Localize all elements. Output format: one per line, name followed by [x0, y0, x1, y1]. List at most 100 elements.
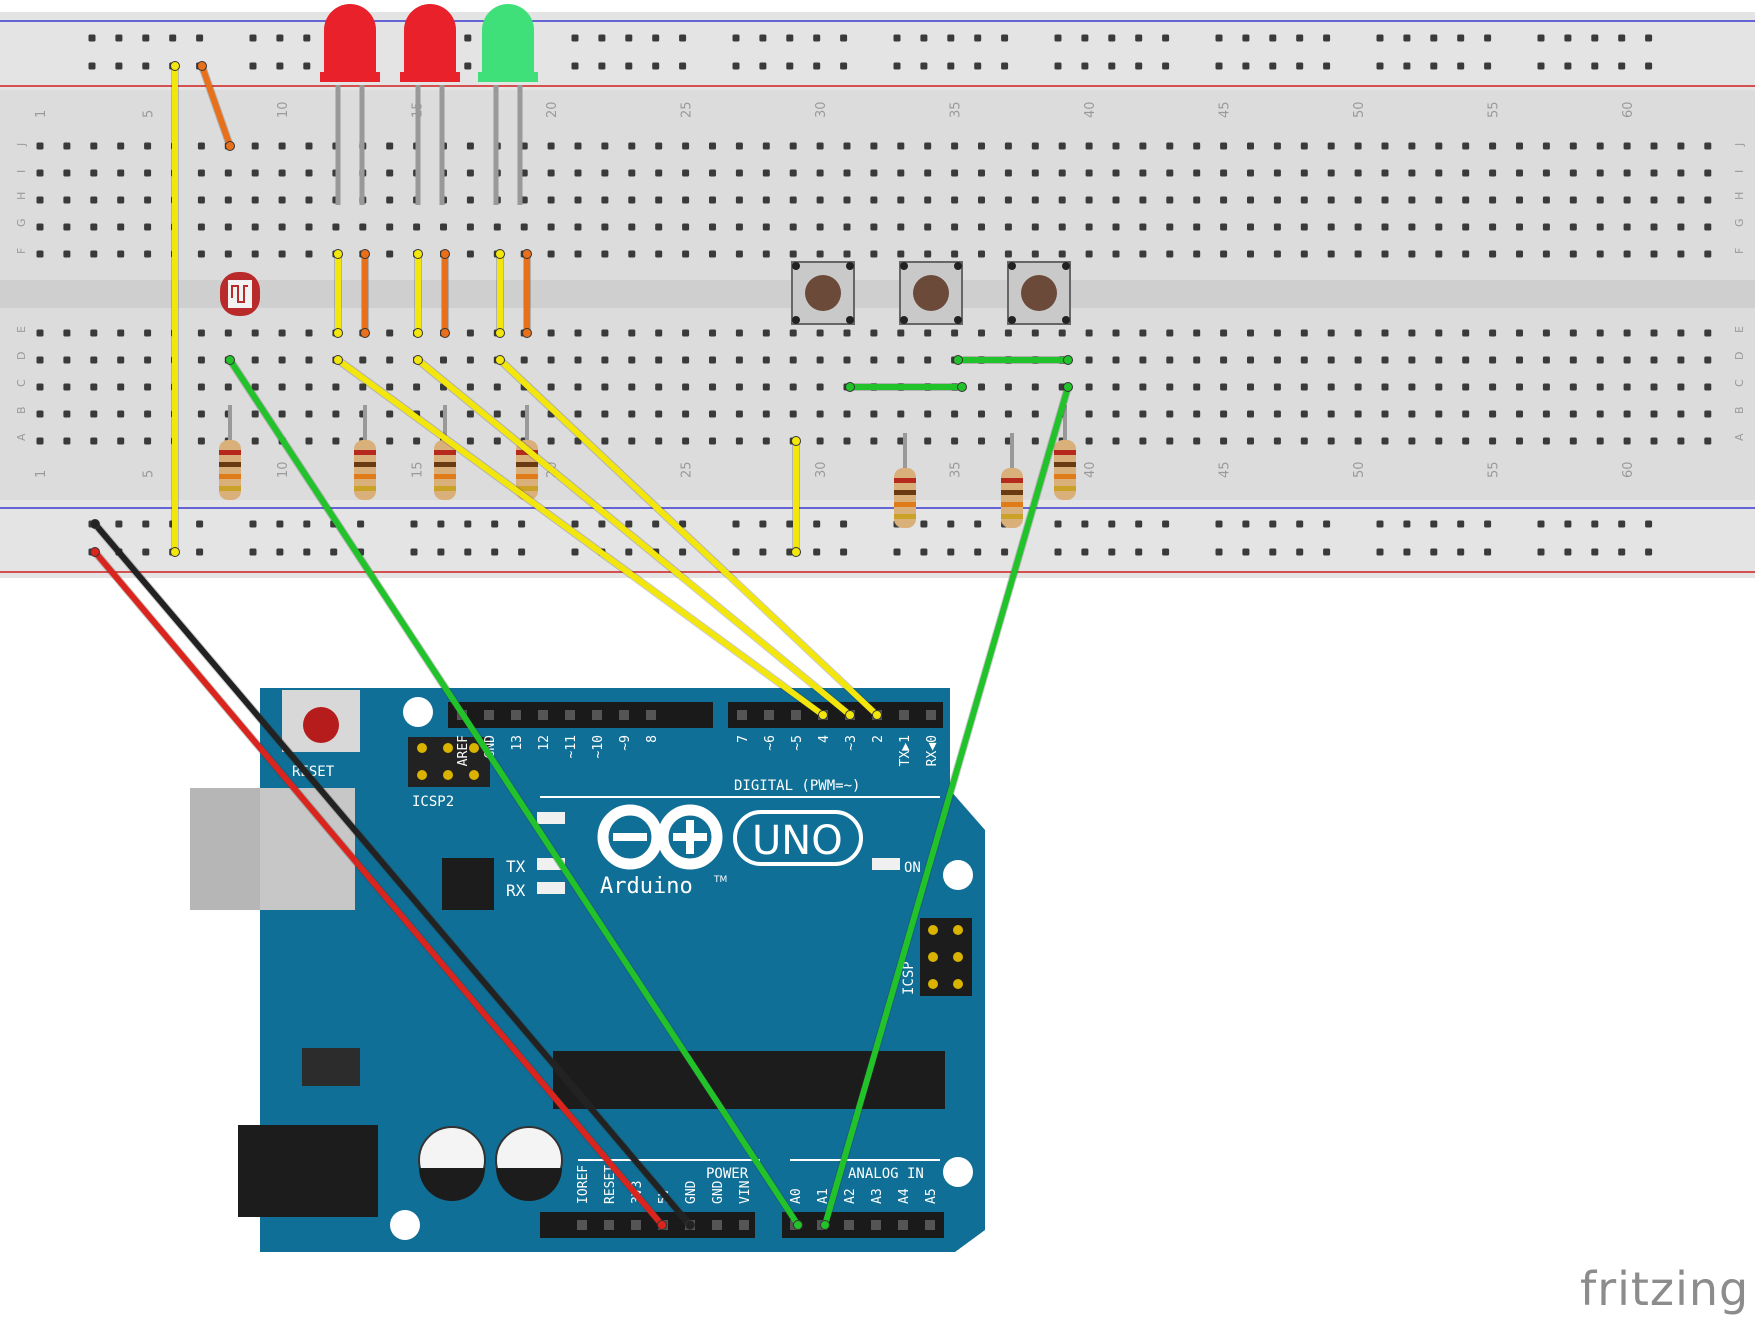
bb-hole: [1220, 196, 1228, 204]
rail-hole: [1162, 62, 1170, 70]
led-rim: [478, 72, 538, 82]
bb-hole: [1031, 383, 1039, 391]
rail-hole: [1537, 520, 1545, 528]
bb-hole: [1112, 437, 1120, 445]
bb-hole: [1139, 437, 1147, 445]
rail-hole: [1484, 62, 1492, 70]
rail-hole: [786, 62, 794, 70]
rail-hole: [1135, 62, 1143, 70]
pin-label: A5: [924, 1188, 939, 1204]
rail-hole: [679, 62, 687, 70]
bb-hole: [1220, 356, 1228, 364]
pin-hole: [511, 710, 521, 720]
resistor-band: [354, 450, 376, 455]
bb-hole: [628, 437, 636, 445]
rail-hole: [1323, 520, 1331, 528]
bb-hole: [144, 250, 152, 258]
pushbutton-corner: [954, 316, 962, 324]
bb-hole: [386, 437, 394, 445]
bb-hole: [574, 329, 582, 337]
wire-end: [1063, 355, 1073, 365]
wire-end: [953, 355, 963, 365]
bb-hole: [197, 383, 205, 391]
bb-hole: [1220, 169, 1228, 177]
rail-hole: [732, 548, 740, 556]
regulator: [302, 1048, 360, 1086]
bb-hole: [870, 169, 878, 177]
bb-hole: [1542, 250, 1550, 258]
bb-hole: [601, 410, 609, 418]
bb-hole: [655, 142, 663, 150]
bb-hole: [978, 437, 985, 445]
bb-hole: [90, 169, 98, 177]
bb-hole: [1354, 250, 1362, 258]
bb-hole: [305, 410, 313, 418]
column-number: 60: [1621, 461, 1636, 478]
resistor-band: [516, 474, 538, 479]
wire-end: [791, 547, 801, 557]
bb-hole: [978, 410, 985, 418]
column-number: 45: [1218, 461, 1233, 478]
bb-hole: [1408, 250, 1416, 258]
row-letter: I: [1733, 170, 1746, 173]
bb-hole: [1139, 169, 1147, 177]
bb-hole: [1085, 169, 1093, 177]
bb-hole: [332, 437, 340, 445]
bb-hole: [843, 329, 851, 337]
bb-hole: [1516, 142, 1523, 150]
rail-hole: [330, 548, 338, 556]
column-number: 10: [276, 101, 291, 118]
rail-hole: [1564, 62, 1572, 70]
yellow-wire: [497, 357, 880, 718]
bb-hole: [466, 329, 474, 337]
bb-hole: [1408, 223, 1416, 231]
bb-hole: [1489, 410, 1497, 418]
pin-hole: [592, 710, 602, 720]
bb-hole: [1139, 196, 1147, 204]
row-letter: C: [1733, 379, 1746, 387]
row-letter: J: [1733, 143, 1746, 147]
bb-hole: [1273, 169, 1281, 177]
bb-hole: [1677, 250, 1685, 258]
rail-hole: [1618, 34, 1626, 42]
bb-hole: [1596, 223, 1604, 231]
bb-hole: [1542, 142, 1550, 150]
red-wire: [92, 549, 665, 1228]
rail-hole: [1269, 34, 1277, 42]
bb-hole: [1058, 196, 1066, 204]
bb-hole: [1112, 142, 1120, 150]
bb-hole: [924, 142, 932, 150]
bb-hole: [386, 410, 394, 418]
bb-hole: [90, 250, 98, 258]
pin-label: AREF: [456, 735, 471, 766]
bb-hole: [466, 142, 474, 150]
bb-hole: [601, 329, 609, 337]
bb-hole: [520, 223, 528, 231]
rail-hole: [1618, 520, 1626, 528]
pushbutton-corner: [900, 316, 908, 324]
bb-hole: [816, 410, 824, 418]
pin-hole: [565, 710, 575, 720]
rail-hole: [357, 520, 365, 528]
bb-hole: [1327, 383, 1335, 391]
rail-hole: [813, 548, 821, 556]
bb-hole: [117, 142, 125, 150]
bb-hole: [520, 356, 528, 364]
bb-hole: [1058, 223, 1066, 231]
bb-hole: [1004, 169, 1012, 177]
bb-hole: [601, 196, 609, 204]
bb-hole: [1327, 196, 1335, 204]
bb-hole: [951, 196, 959, 204]
bb-hole: [1327, 250, 1335, 258]
bb-hole: [574, 223, 582, 231]
rail-hole: [115, 520, 123, 528]
bb-hole: [1139, 142, 1147, 150]
bb-hole: [870, 250, 878, 258]
column-number: 40: [1083, 461, 1098, 478]
bb-hole: [735, 356, 743, 364]
bb-hole: [1004, 410, 1012, 418]
resistor-band: [894, 514, 916, 519]
rail-hole: [1645, 548, 1653, 556]
bb-hole: [224, 223, 232, 231]
bb-hole: [1569, 356, 1577, 364]
